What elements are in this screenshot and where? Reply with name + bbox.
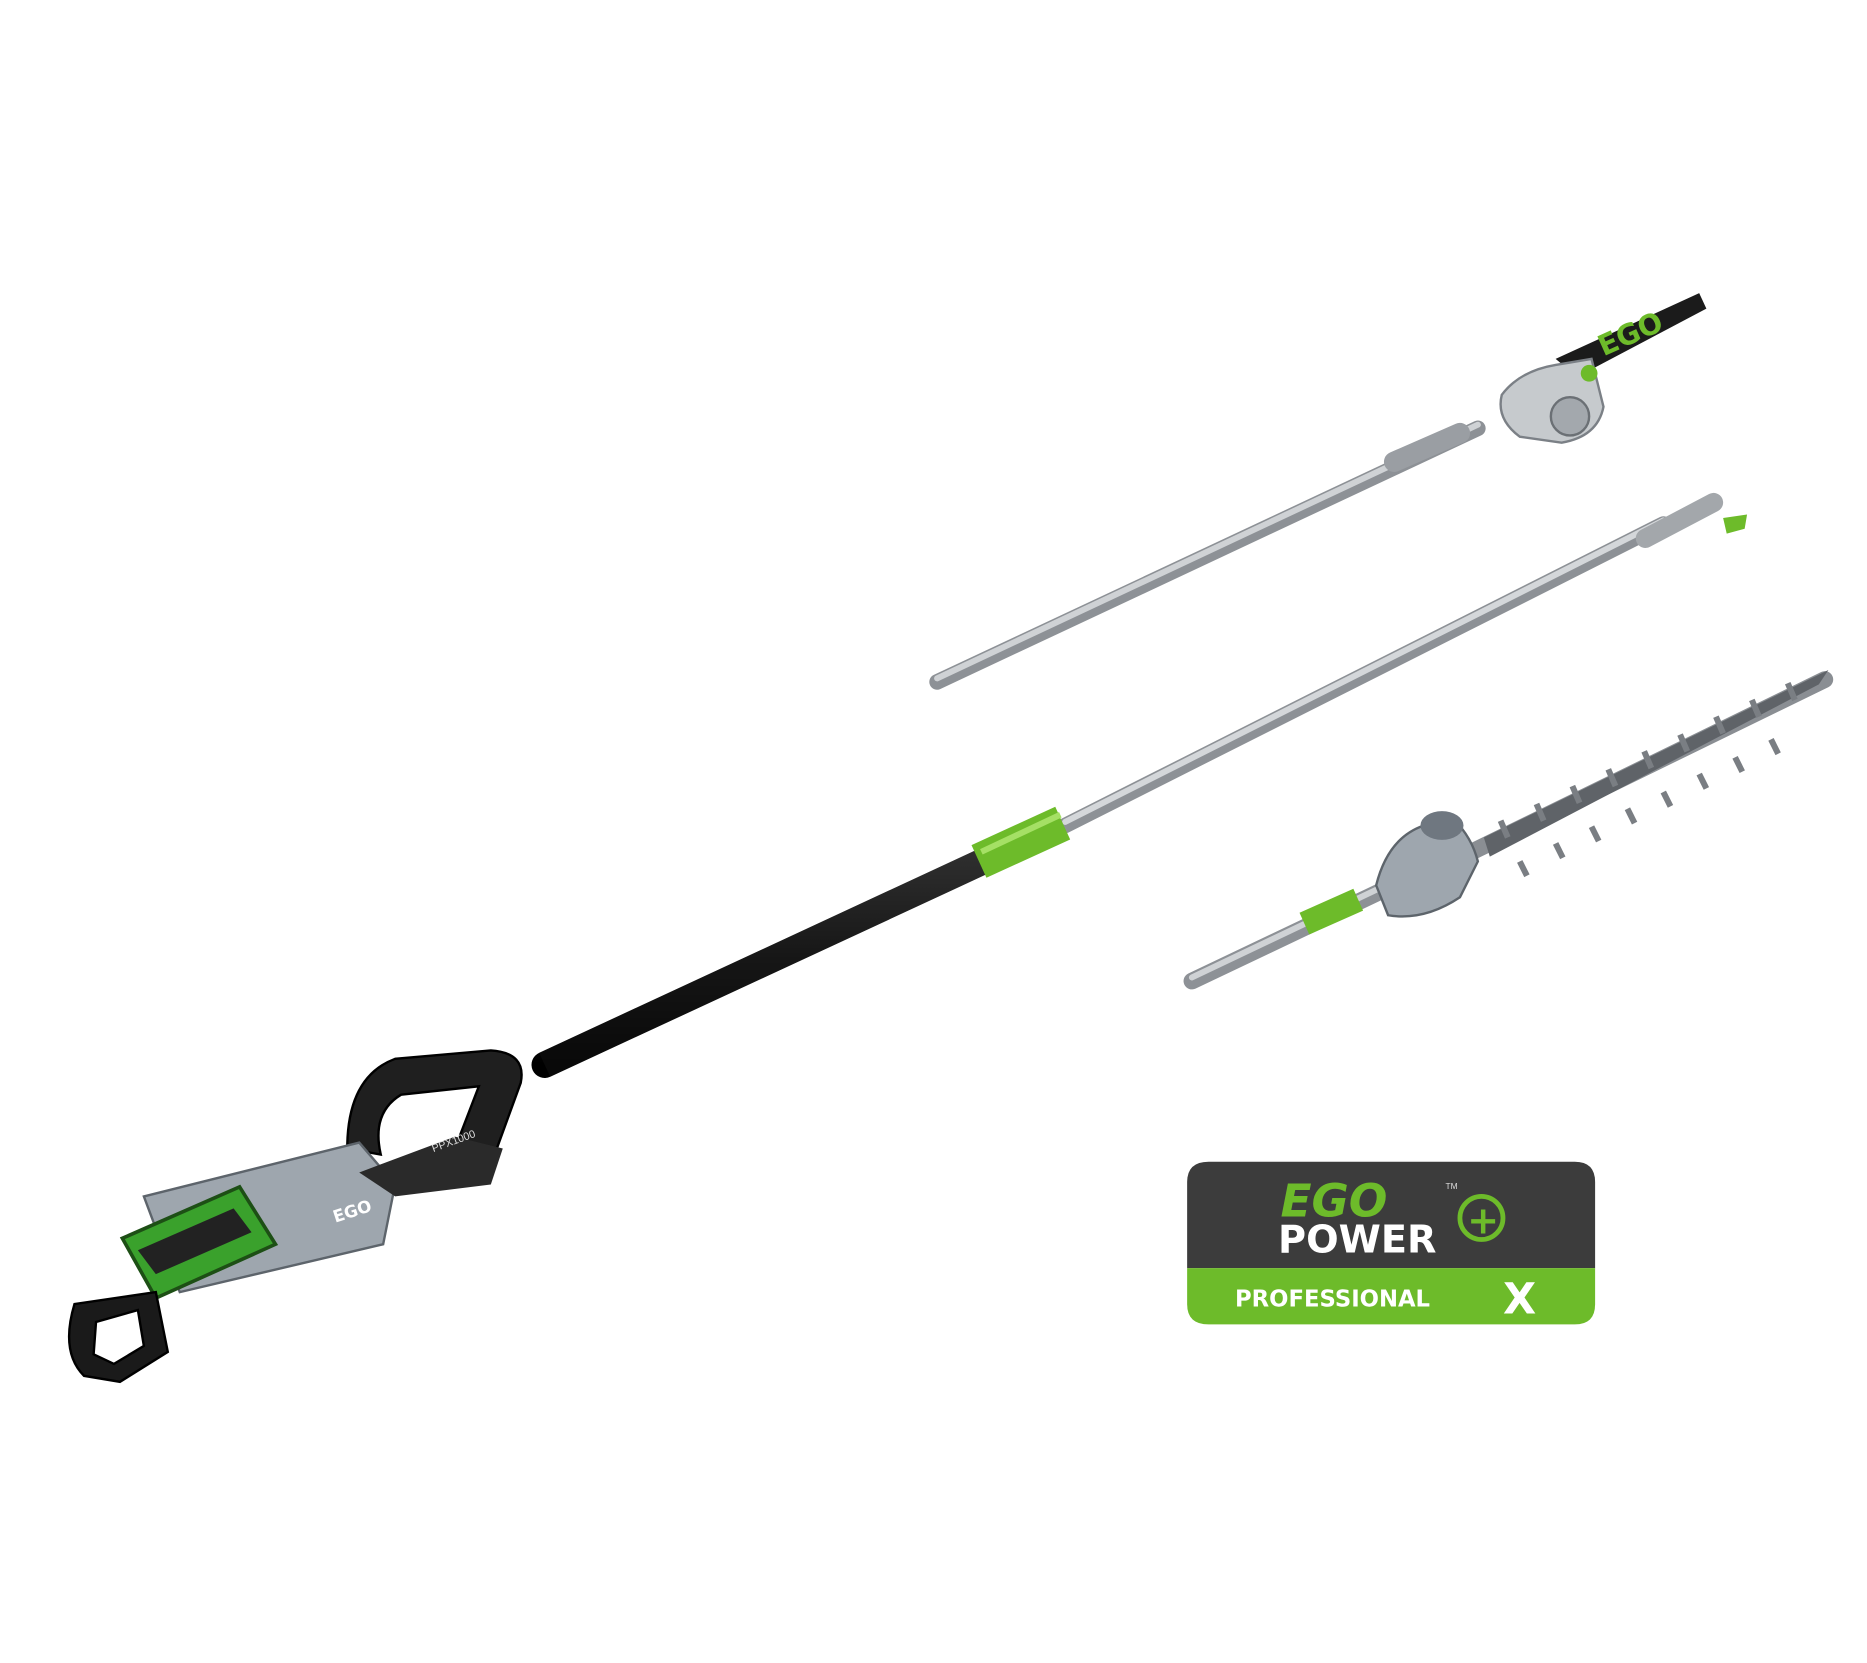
- svg-text:POWER: POWER: [1278, 1218, 1436, 1263]
- svg-text:EGO: EGO: [1280, 1175, 1387, 1228]
- main-pole: [531, 492, 1748, 1078]
- svg-text:X: X: [1503, 1275, 1536, 1325]
- svg-text:PROFESSIONAL: PROFESSIONAL: [1235, 1286, 1430, 1312]
- hedge-trimmer-attachment: [1183, 669, 1834, 990]
- power-head: PPX1000 EGO: [67, 1049, 523, 1384]
- chainsaw-bar-brand: EGO: [1593, 304, 1669, 363]
- ego-power-plus-professional-x-logo: EGO TM POWER + PROFESSIONAL X: [1187, 1161, 1596, 1325]
- svg-text:+: +: [1467, 1198, 1499, 1243]
- pole-saw-attachment: EGO: [929, 293, 1707, 690]
- svg-text:TM: TM: [1446, 1181, 1458, 1191]
